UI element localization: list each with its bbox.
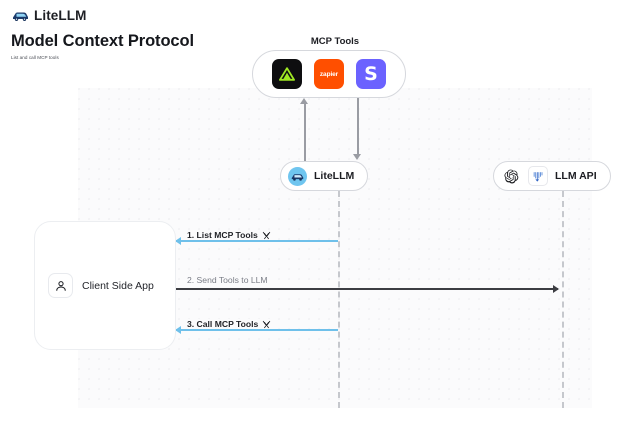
client-side-app-card[interactable]: Client Side App [34,221,176,350]
tools-wrench-icon [262,231,271,239]
node-llm-api[interactable]: LLM API [493,161,611,191]
connector-mcp-to-litellm-line [357,98,359,155]
message-arrow-2 [176,285,559,293]
node-litellm[interactable]: LiteLLM [280,161,369,191]
message-caption-3-text: 3. Call MCP Tools [187,319,259,329]
connector-litellm-to-mcp-arrowhead [300,98,308,104]
message-arrow-1 [175,237,338,245]
message-arrow-1-line [176,240,338,242]
message-caption-3: 3. Call MCP Tools [185,319,274,329]
message-caption-1-text: 1. List MCP Tools [187,230,258,240]
node-llm-api-label: LLM API [555,170,597,182]
brand-name: LiteLLM [34,7,87,23]
tool-tile-linear[interactable] [272,59,302,89]
message-arrow-3-line [176,329,338,331]
tool-tile-slack[interactable]: S [356,59,386,89]
user-person-icon [48,273,73,298]
lifeline-litellm [338,191,340,408]
message-arrow-3 [175,326,338,334]
tools-wrench-icon [263,320,271,328]
left-margin-background [0,0,78,436]
message-arrow-2-head [553,285,559,293]
litellm-logo-icon [13,12,28,21]
node-litellm-label: LiteLLM [314,170,355,182]
top-bar: LiteLLM [0,0,640,30]
linear-triangle-icon [279,67,295,81]
tool-tile-zapier[interactable]: zapier [314,59,344,89]
message-arrow-1-head [175,237,181,245]
mcp-tools-group: zapier S [252,50,406,98]
slack-letter-icon: S [364,62,378,85]
page-subtitle: List and call MCP tools [11,55,59,60]
lifeline-llm-api [562,191,564,408]
message-caption-2: 2. Send Tools to LLM [185,275,270,285]
litellm-avatar-icon [288,166,307,186]
message-caption-2-text: 2. Send Tools to LLM [187,275,268,285]
message-caption-1: 1. List MCP Tools [185,230,273,240]
openai-logo-icon [501,166,521,186]
page-title: Model Context Protocol [11,32,194,50]
connector-mcp-to-litellm-arrowhead [353,154,361,160]
client-side-app-label: Client Side App [82,279,154,292]
message-arrow-2-line [176,288,558,290]
connector-litellm-to-mcp-line [304,104,306,161]
bottom-margin-background [0,408,640,436]
message-arrow-3-head [175,326,181,334]
title-block: Model Context Protocol List and call MCP… [11,31,194,61]
mcp-tools-label: MCP Tools [310,36,360,47]
right-margin-background [592,0,640,436]
anthropic-logo-icon [528,166,548,186]
zapier-wordmark-icon: zapier [319,70,339,78]
